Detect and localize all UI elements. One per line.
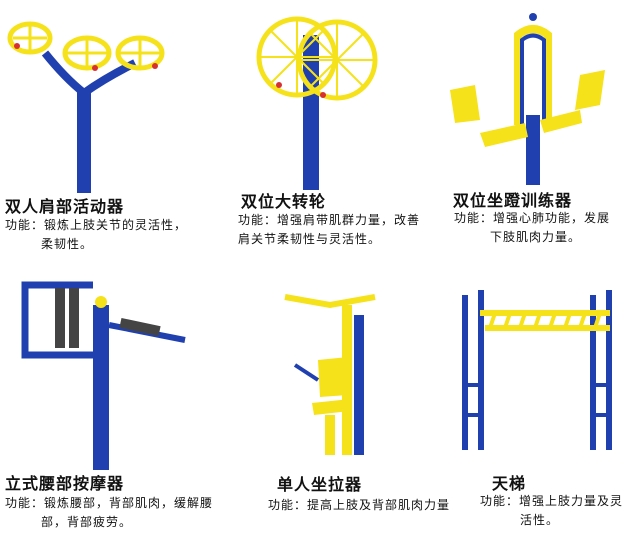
description-line: 功能：锻炼腰部，背部肌肉，缓解腰 xyxy=(5,496,214,510)
sky-ladder-icon xyxy=(450,275,625,450)
equipment-title: 双位坐蹬训练器 xyxy=(453,191,573,210)
equipment-description: 功能：提高上肢及背部肌肉力量 xyxy=(268,496,450,515)
description-line: 肩关节柔韧性与灵活性。 xyxy=(238,232,382,246)
equipment-title: 天梯 xyxy=(492,474,527,493)
equipment-title: 单人坐拉器 xyxy=(277,475,363,494)
equipment-description: 功能：锻炼腰部，背部肌肉，缓解腰 部，背部疲劳。 xyxy=(5,494,213,532)
description-line: 功能：增强上肢力量及灵 xyxy=(480,494,624,508)
double-shoulder-wheel-icon xyxy=(5,8,175,193)
description-line: 下肢肌肉力量。 xyxy=(490,230,582,244)
description-line: 功能：增强心肺功能，发展 xyxy=(454,211,611,225)
equipment-description: 功能：增强上肢力量及灵 活性。 xyxy=(480,492,623,530)
description-line: 功能：增强肩带肌群力量，改善 xyxy=(238,213,421,227)
description-line: 部，背部疲劳。 xyxy=(41,515,133,529)
single-seat-pull-icon xyxy=(270,285,430,460)
equipment-description: 功能：增强肩带肌群力量，改善 肩关节柔韧性与灵活性。 xyxy=(238,211,420,249)
double-big-wheel-icon xyxy=(245,5,385,190)
equipment-title: 立式腰部按摩器 xyxy=(5,474,125,493)
equipment-description: 功能：增强心肺功能，发展 下肢肌肉力量。 xyxy=(454,209,610,247)
equipment-title: 双位大转轮 xyxy=(241,192,327,211)
equipment-title: 双人肩部活动器 xyxy=(5,197,125,216)
description-line: 柔韧性。 xyxy=(41,237,94,251)
double-seat-pedal-trainer-icon xyxy=(440,5,610,185)
waist-massager-icon xyxy=(15,270,190,470)
description-line: 功能：提高上肢及背部肌肉力量 xyxy=(268,498,451,512)
equipment-description: 功能：锻炼上肢关节的灵活性， 柔韧性。 xyxy=(5,216,187,254)
description-line: 功能：锻炼上肢关节的灵活性， xyxy=(5,218,188,232)
description-line: 活性。 xyxy=(520,513,560,527)
